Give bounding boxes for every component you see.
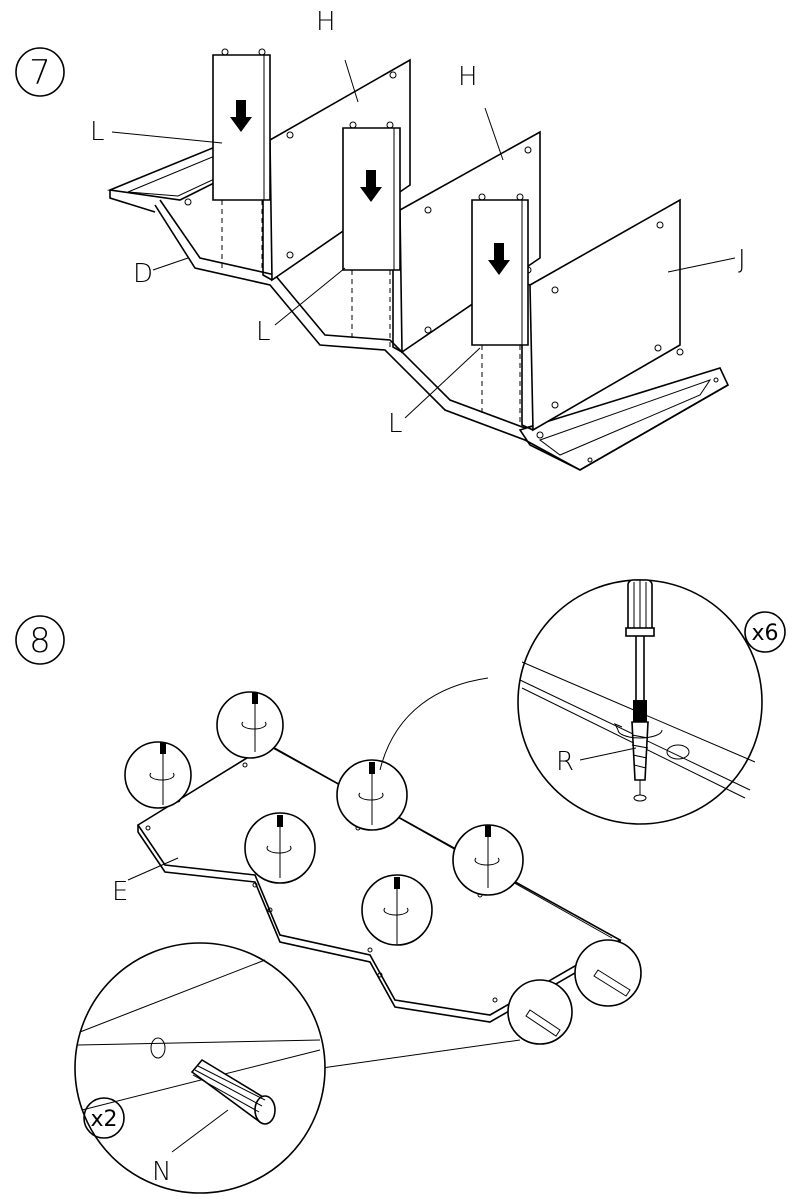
multiplier-screws: x6: [751, 621, 778, 646]
step-8-number-circle: [15, 615, 65, 665]
arrow-down-icon: [230, 100, 252, 132]
label-n: N: [152, 1157, 171, 1187]
screw-detail-1: [216, 691, 284, 759]
side-panel-j: [521, 198, 681, 432]
step-8: 8: [15, 579, 786, 1194]
screw-positions: [124, 691, 524, 946]
step-7: 7: [15, 7, 746, 471]
divider-panel-l-2: [342, 121, 401, 348]
screw-detail-3: [336, 759, 408, 831]
label-h-2: H: [458, 62, 478, 92]
multiplier-dowels: x2: [90, 1107, 117, 1132]
step-7-number-circle: [15, 47, 65, 97]
dowel-detail: x2 N: [74, 942, 521, 1194]
screwdriver-detail: x6 R: [379, 579, 786, 825]
label-j: J: [738, 245, 746, 275]
label-l-2: L: [256, 317, 271, 347]
step-7-number: 7: [29, 53, 51, 93]
label-e: E: [112, 877, 128, 907]
label-l-1: L: [90, 117, 105, 147]
screw-detail-2: [124, 741, 192, 809]
divider-panel-l-3: [471, 193, 529, 422]
label-h-1: H: [316, 7, 336, 37]
dowel-positions: [507, 939, 642, 1045]
label-d: D: [133, 259, 153, 289]
screw-detail-6: [361, 874, 433, 946]
screw-detail-5: [452, 824, 524, 896]
divider-panel-l-1: [212, 48, 271, 272]
arrow-down-icon: [360, 170, 382, 202]
label-l-3: L: [388, 409, 403, 439]
side-panel-h-middle: [392, 130, 541, 354]
arrow-down-icon: [488, 243, 510, 275]
label-r: R: [556, 747, 574, 777]
screw-detail-4: [244, 812, 316, 884]
step-8-number: 8: [29, 621, 51, 661]
